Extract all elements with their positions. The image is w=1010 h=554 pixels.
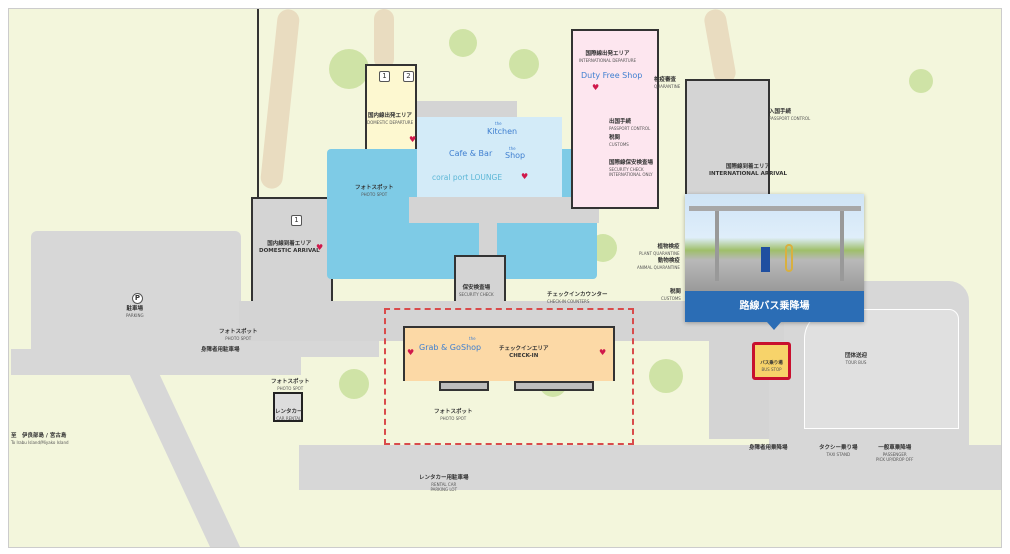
accessible-parking-label: 身障者用駐車場 <box>201 347 240 353</box>
aed-icon: ♥ <box>409 135 417 144</box>
road <box>127 369 241 547</box>
aed-icon: ♥ <box>599 348 607 357</box>
cafe-bar-label: Cafe & Bar <box>449 149 493 158</box>
aed-icon: ♥ <box>521 172 529 181</box>
gate-1-icon: 1 <box>379 71 390 82</box>
accessible-drop-label: 身障者用乗降場 <box>749 445 788 451</box>
car-rental-counter <box>273 392 303 422</box>
bus-popup-title: 路線バス乗降場 <box>685 291 864 322</box>
coral-port-lounge <box>417 117 562 197</box>
baggage-1-icon: 1 <box>291 215 302 226</box>
check-in-area <box>403 326 615 381</box>
walking-path <box>259 9 301 190</box>
aed-icon: ♥ <box>592 83 600 92</box>
checkin-shop-label: Shop <box>461 343 482 352</box>
bus-stop-photo <box>685 194 864 291</box>
aed-icon: ♥ <box>316 243 324 252</box>
international-departure-area <box>571 29 659 209</box>
lounge-label: coral port LOUNGE <box>432 173 503 182</box>
parking-icon: P <box>132 293 143 304</box>
security-check-area <box>454 255 506 305</box>
walking-path <box>374 9 394 69</box>
aed-icon: ♥ <box>407 348 415 357</box>
duty-free-label: Duty Free Shop <box>581 71 643 80</box>
check-in-zone <box>384 308 634 445</box>
grab-go-label: Grab & Go <box>419 343 461 352</box>
kitchen-label: Kitchen <box>487 127 518 136</box>
road <box>239 339 379 357</box>
bus-stop-popup[interactable]: 路線バス乗降場 <box>685 194 864 330</box>
shop-label: Shop <box>505 151 526 160</box>
gate-2-icon: 2 <box>403 71 414 82</box>
walking-path <box>702 9 738 86</box>
